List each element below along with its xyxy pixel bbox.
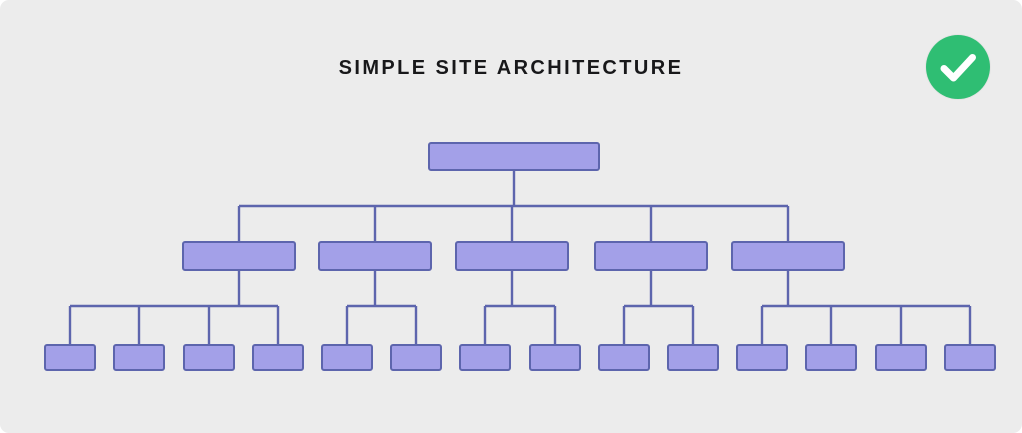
page-node-4[interactable] (252, 344, 304, 371)
section-node-1[interactable] (182, 241, 296, 271)
page-node-9[interactable] (598, 344, 650, 371)
page-node-7[interactable] (459, 344, 511, 371)
root-node-1[interactable] (428, 142, 600, 171)
page-node-13[interactable] (875, 344, 927, 371)
page-title: SIMPLE SITE ARCHITECTURE (338, 57, 684, 79)
page-node-2[interactable] (113, 344, 165, 371)
page-node-3[interactable] (183, 344, 235, 371)
page-node-11[interactable] (736, 344, 788, 371)
section-node-3[interactable] (455, 241, 569, 271)
page-node-8[interactable] (529, 344, 581, 371)
page-node-6[interactable] (390, 344, 442, 371)
page-node-1[interactable] (44, 344, 96, 371)
page-node-12[interactable] (805, 344, 857, 371)
page-node-5[interactable] (321, 344, 373, 371)
page-node-14[interactable] (944, 344, 996, 371)
page-node-10[interactable] (667, 344, 719, 371)
section-node-5[interactable] (731, 241, 845, 271)
section-node-4[interactable] (594, 241, 708, 271)
check-circle-icon (926, 35, 990, 99)
section-node-2[interactable] (318, 241, 432, 271)
